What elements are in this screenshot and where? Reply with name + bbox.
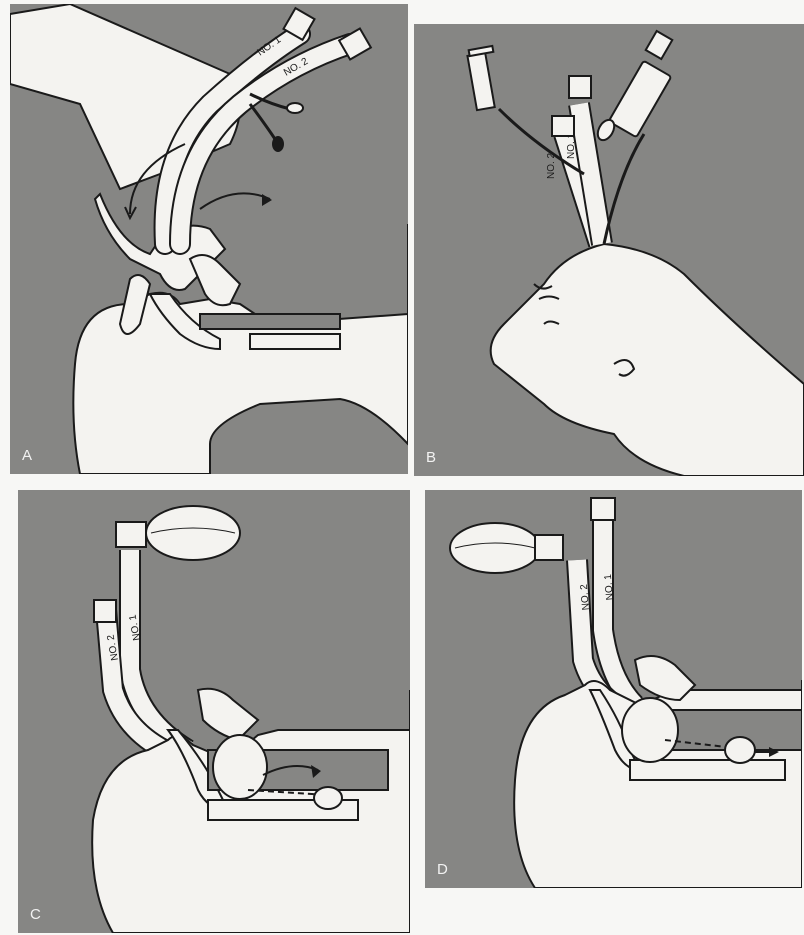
distal-cuff [725,737,755,763]
panel-label-c: C [30,906,41,923]
pilot-balloon-2 [272,136,284,152]
panel-a-illustration: NO. 1 NO. 2 [10,4,408,474]
bag-connector [535,535,563,560]
esophagus [630,760,785,780]
ventilation-bag [450,523,540,573]
panel-label-a: A [22,447,33,464]
distal-cuff [314,787,342,809]
pilot-balloon [287,103,303,113]
airway [200,314,340,329]
panel-c: NO. 1 NO. 2 C [18,490,410,933]
tube-2-label: NO. 2 [579,583,592,610]
panel-label-d: D [437,861,448,878]
tube-2-connector [94,600,116,622]
panel-label-b: B [426,449,437,466]
ventilation-bag [146,506,240,560]
tube-1-label: NO. 1 [603,573,616,600]
pharyngeal-cuff [213,735,267,799]
panel-d-illustration: NO. 1 NO. 2 [425,490,802,888]
tube-2-connector [569,76,591,98]
panel-a: NO. 1 NO. 2 A [10,4,408,474]
bag-connector [116,522,146,547]
tube-1-connector [591,498,615,520]
esophagus [250,334,340,349]
pharyngeal-cuff [622,698,678,762]
tube-2-label: NO. 1 [566,132,577,159]
panel-d: NO. 1 NO. 2 D [425,490,802,888]
panel-b-illustration: NO. 2 NO. 1 [414,24,804,476]
panel-b: NO. 2 NO. 1 B [414,24,804,476]
panel-c-illustration: NO. 1 NO. 2 [18,490,410,933]
